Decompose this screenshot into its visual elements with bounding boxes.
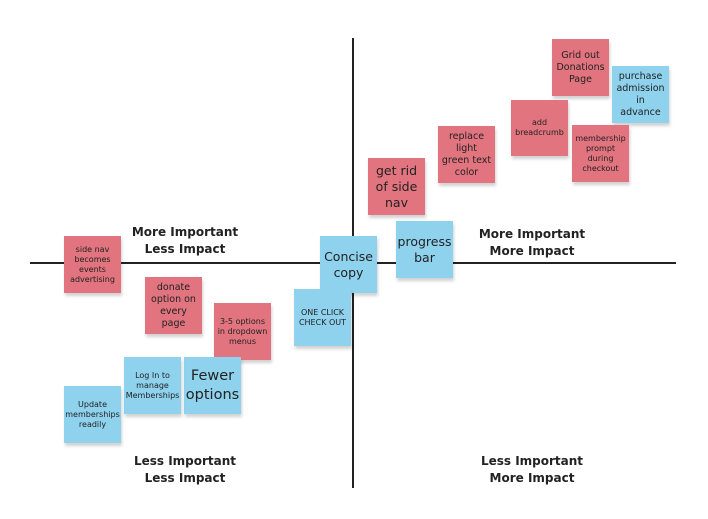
- sticky-note-get-rid-side-nav[interactable]: get rid of side nav: [368, 158, 425, 215]
- sticky-note-grid-out-donations[interactable]: Grid out Donations Page: [552, 39, 609, 96]
- quadrant-label-line: More Impact: [489, 244, 575, 258]
- sticky-note-text: ONE CLICK CHECK OUT: [298, 307, 347, 327]
- sticky-note-text: purchase admission in advance: [616, 70, 665, 118]
- quadrant-label-line: Less Important: [480, 454, 584, 468]
- quadrant-label-bottom-right: Less Important More Impact: [447, 453, 617, 487]
- sticky-note-text: Grid out Donations Page: [556, 49, 605, 85]
- sticky-note-text: donate option on every page: [151, 281, 196, 329]
- quadrant-label-line: Less Impact: [144, 242, 226, 256]
- sticky-note-text: Fewer options: [185, 367, 240, 403]
- sticky-note-concise-copy[interactable]: Concise copy: [320, 236, 377, 293]
- sticky-note-donate-option[interactable]: donate option on every page: [145, 277, 202, 334]
- quadrant-label-line: More Impact: [489, 471, 575, 485]
- quadrant-label-line: Less Impact: [144, 471, 226, 485]
- quadrant-label-top-right: More Important More Impact: [447, 226, 617, 260]
- sticky-note-text: get rid of side nav: [375, 162, 418, 210]
- quadrant-label-line: More Important: [131, 225, 239, 239]
- quadrant-label-top-left: More Important Less Impact: [100, 224, 270, 258]
- sticky-note-text: replace light green text color: [441, 130, 492, 178]
- sticky-note-side-nav-events[interactable]: side nav becomes events advertising: [64, 236, 121, 293]
- sticky-note-purchase-admission[interactable]: purchase admission in advance: [612, 66, 669, 123]
- sticky-note-add-breadcrumb[interactable]: add breadcrumb: [511, 100, 568, 156]
- sticky-note-one-click-checkout[interactable]: ONE CLICK CHECK OUT: [294, 289, 351, 346]
- sticky-note-membership-prompt[interactable]: membership prompt during checkout: [572, 125, 629, 182]
- sticky-note-dropdown-options[interactable]: 3-5 options in dropdown menus: [214, 303, 271, 360]
- quadrant-label-line: Less Important: [133, 454, 237, 468]
- sticky-note-text: progress bar: [397, 233, 452, 265]
- sticky-note-text: Concise copy: [324, 248, 373, 280]
- sticky-note-replace-green-text[interactable]: replace light green text color: [438, 126, 495, 183]
- sticky-note-update-memberships[interactable]: Update memberships readily: [64, 386, 121, 443]
- sticky-note-progress-bar[interactable]: progress bar: [396, 221, 453, 278]
- sticky-note-text: membership prompt during checkout: [575, 133, 626, 173]
- quadrant-label-bottom-left: Less Important Less Impact: [100, 453, 270, 487]
- sticky-note-text: Update memberships readily: [65, 399, 120, 429]
- sticky-note-text: 3-5 options in dropdown menus: [217, 316, 268, 346]
- sticky-note-fewer-options[interactable]: Fewer options: [184, 357, 241, 414]
- sticky-note-text: Log In to manage Memberships: [125, 370, 180, 400]
- quadrant-label-line: More Important: [478, 227, 586, 241]
- sticky-note-text: side nav becomes events advertising: [70, 244, 115, 284]
- sticky-note-log-in-manage[interactable]: Log In to manage Memberships: [124, 357, 181, 414]
- sticky-note-text: add breadcrumb: [515, 118, 564, 137]
